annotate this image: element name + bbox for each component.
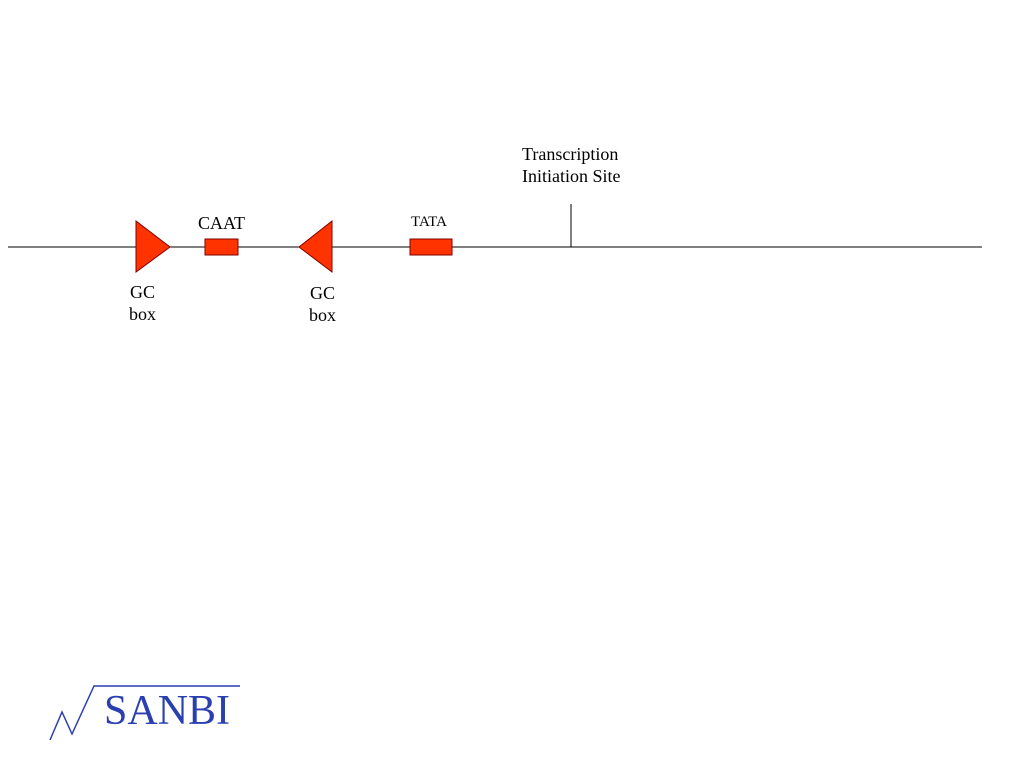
gc-box-2-label: GC box [309, 283, 336, 326]
sanbi-logo-icon [49, 685, 240, 741]
tis-label-line1: Transcription [522, 144, 619, 164]
tata-label: TATA [411, 214, 447, 230]
tis-label-line2: Initiation Site [522, 165, 621, 186]
gc-box-1-label-line2: box [129, 303, 156, 324]
gc-box-1-label-line1: GC [129, 282, 155, 302]
tis-label: Transcription Initiation Site [522, 144, 621, 187]
gc-box-2-triangle [298, 219, 333, 274]
gc-box-2-label-line1: GC [309, 283, 335, 303]
gc-box-1-triangle [135, 219, 171, 273]
caat-box [204, 238, 239, 256]
sanbi-logo-text: SANBI [104, 688, 231, 734]
gc-box-1-label: GC box [129, 282, 156, 325]
caat-label: CAAT [198, 213, 246, 233]
gc-box-2-label-line2: box [309, 304, 336, 325]
tata-box [409, 238, 453, 256]
